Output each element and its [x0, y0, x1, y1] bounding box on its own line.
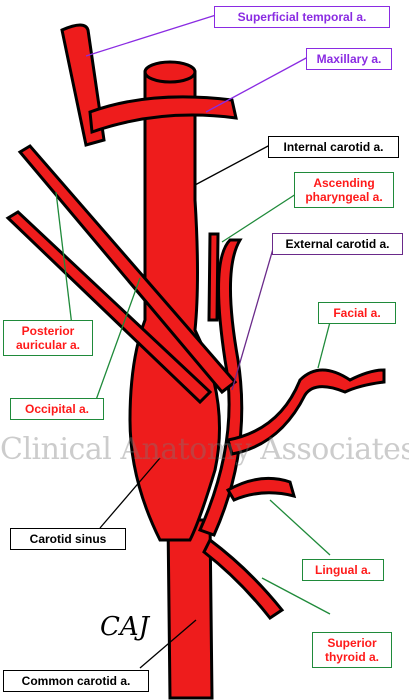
internal-carotid-top	[143, 60, 197, 84]
label-carotid-sinus: Carotid sinus	[10, 528, 126, 550]
label-internal-carotid: Internal carotid a.	[268, 136, 399, 158]
label-occipital: Occipital a.	[10, 398, 104, 420]
occipital-artery	[5, 210, 213, 405]
facial-artery	[226, 368, 386, 456]
label-facial: Facial a.	[318, 302, 396, 324]
label-common-carotid: Common carotid a.	[3, 670, 149, 692]
label-superior-thyroid-line2: thyroid a.	[324, 650, 379, 664]
label-external-carotid: External carotid a.	[272, 233, 403, 255]
label-maxillary: Maxillary a.	[306, 48, 392, 70]
label-ascending-pharyngeal-line2: pharyngeal a.	[305, 190, 383, 204]
label-ascending-pharyngeal: Ascending pharyngeal a.	[294, 172, 394, 208]
label-ascending-pharyngeal-line1: Ascending	[313, 176, 375, 190]
ascending-pharyngeal-artery	[207, 232, 220, 322]
artist-signature: CAJ	[100, 612, 150, 642]
superior-thyroid-artery	[202, 537, 285, 621]
external-carotid-artery	[197, 238, 244, 537]
lingual-artery	[225, 476, 297, 502]
label-posterior-auricular: Posterior auricular a.	[3, 320, 93, 356]
internal-carotid-artery	[128, 70, 221, 542]
label-superior-thyroid-line1: Superior	[327, 636, 377, 650]
watermark-text: Clinical Anatomy Associates, Inc	[0, 432, 409, 467]
label-posterior-auricular-line2: auricular a.	[15, 338, 81, 352]
label-superficial-temporal: Superficial temporal a.	[214, 6, 390, 28]
label-lingual: Lingual a.	[302, 559, 384, 581]
label-posterior-auricular-line1: Posterior	[21, 324, 75, 338]
leader-lines	[55, 14, 331, 669]
label-superior-thyroid: Superior thyroid a.	[312, 632, 392, 668]
maxillary-artery	[88, 95, 238, 135]
